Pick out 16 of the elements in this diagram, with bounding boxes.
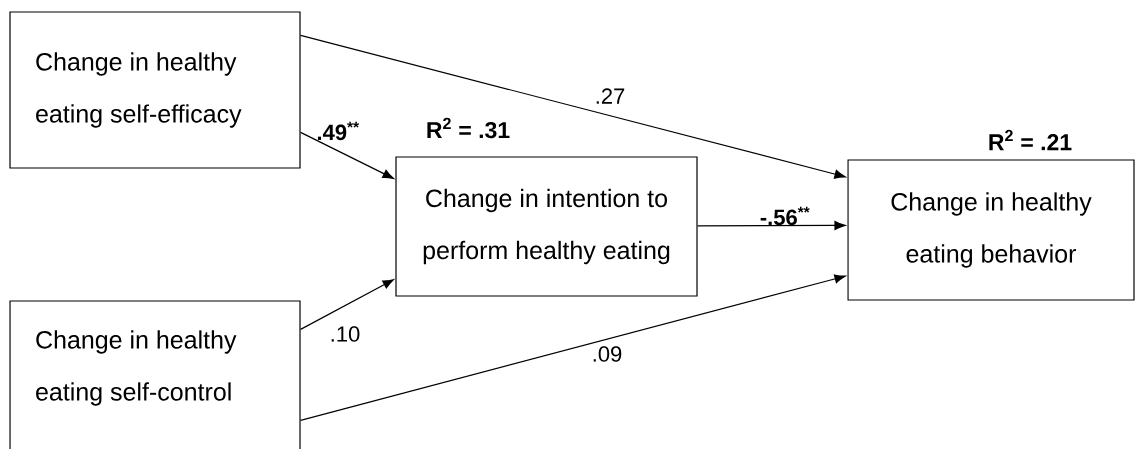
variable-box: Change in healthy eating self-control <box>9 300 301 449</box>
variable-box: Change in healthy eating behavior <box>847 159 1135 301</box>
arrow <box>697 220 846 230</box>
arrow <box>300 279 394 330</box>
r-squared-label: R$^{2}$ = .31 <box>427 117 510 139</box>
variable-box: Change in intention to perform healthy eating <box>395 156 698 297</box>
path-coefficient: -.56$^{**}$ <box>760 206 810 226</box>
path-coefficient: .09 <box>593 346 622 362</box>
path-coefficient: .49$^{**}$ <box>317 121 359 141</box>
variable-box: Change in healthy eating self-efficacy <box>9 11 301 169</box>
r-squared-label: R$^{2}$ = .21 <box>989 129 1072 151</box>
arrow <box>300 131 394 179</box>
arrow <box>300 274 846 421</box>
path-coefficient: .10 <box>331 326 360 342</box>
path-coefficient: .27 <box>596 88 625 104</box>
arrow <box>300 34 846 179</box>
